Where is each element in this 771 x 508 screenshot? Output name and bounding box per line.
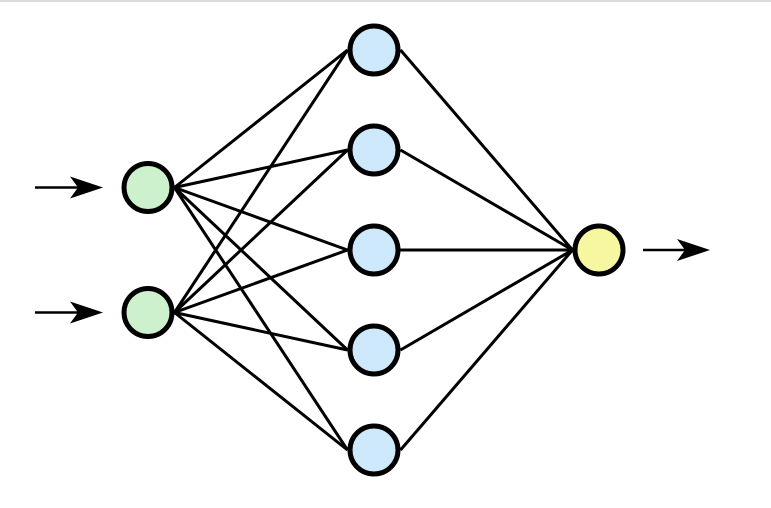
edge-input-1-to-hidden-1	[173, 48, 349, 189]
edge-input-1-to-hidden-3	[173, 186, 349, 252]
edge-input-2-to-hidden-4	[174, 311, 348, 352]
edge-input-2-to-hidden-2	[173, 148, 349, 314]
edge-input-2-to-hidden-1	[173, 49, 349, 314]
output-arrow	[643, 239, 710, 261]
hidden-1-node	[347, 23, 401, 77]
edge-input-2-to-hidden-5	[173, 311, 349, 452]
hidden-4-node	[347, 323, 401, 377]
edge-input-1-to-hidden-4	[173, 186, 349, 352]
hidden-5-node	[347, 423, 401, 477]
output-1-node	[572, 223, 626, 277]
hidden-2-node	[347, 123, 401, 177]
edge-input-2-to-hidden-3	[173, 248, 349, 314]
input-arrow-2-head-icon	[70, 301, 103, 324]
edge-hidden-2-to-output-1	[399, 148, 574, 252]
input-arrow-2	[35, 301, 103, 324]
output-arrow-head-icon	[677, 239, 710, 261]
input-arrow-1-head-icon	[70, 176, 103, 199]
hidden-3-node	[347, 223, 401, 277]
edge-input-1-to-hidden-2	[174, 148, 348, 189]
input-1-node	[121, 161, 175, 214]
input-arrow-1	[35, 176, 103, 199]
edge-hidden-1-to-output-1	[399, 49, 574, 251]
edge-input-1-to-hidden-5	[173, 186, 349, 451]
input-2-node	[121, 286, 175, 339]
edge-hidden-4-to-output-1	[399, 248, 574, 352]
edge-hidden-5-to-output-1	[399, 249, 574, 451]
